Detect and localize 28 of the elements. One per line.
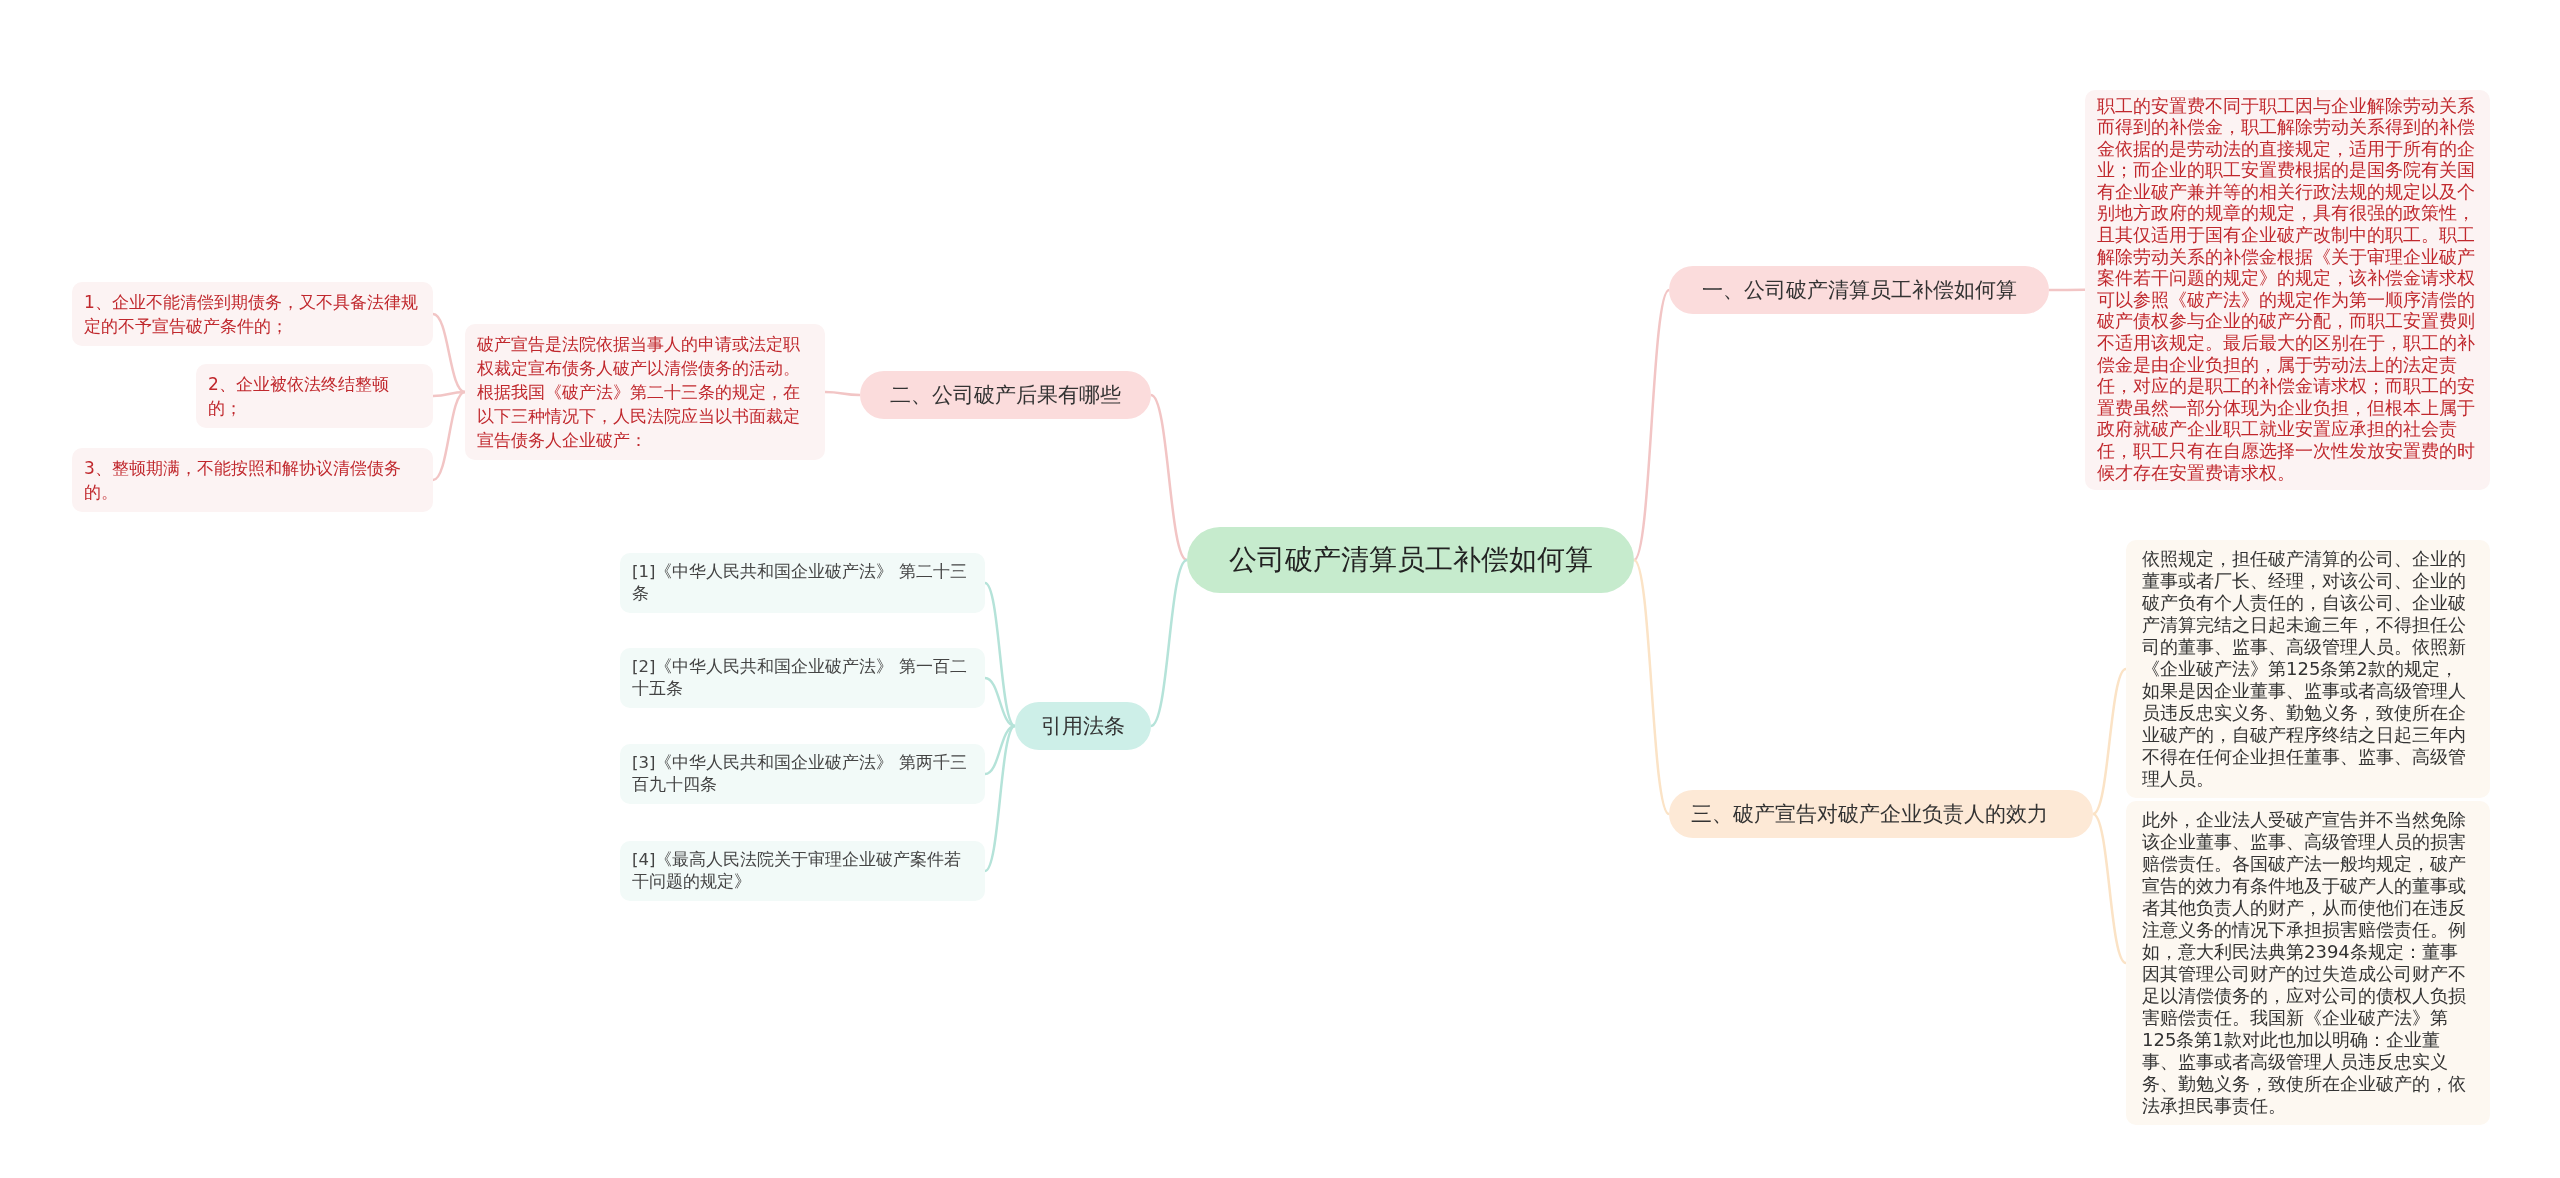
text-card: 依照规定，担任破产清算的公司、企业的董事或者厂长、经理，对该公司、企业的破产负有个人责任的，自该公司、企业破产清算完结之日起未逾三年，不得担任公司的董事、监事、高级管理人员。依照新《企业破产法》第125条第2款的规定，如果是因企业董事、监事或者高级管理人员违反忠实义务、勤勉义务，致使所在企业破产的，自破产程序终结之日起三年内不得在任何企业担任董事、监事、高级管理人员。	[2126, 540, 2490, 798]
connector	[1633, 559, 1670, 815]
connector	[984, 582, 1016, 727]
reference-card: [4]《最高人民法院关于审理企业破产案件若干问题的规定》	[620, 841, 985, 901]
connector	[2092, 668, 2127, 815]
connector	[984, 725, 1016, 872]
connector	[1633, 289, 1670, 561]
text-card: 此外，企业法人受破产宣告并不当然免除该企业董事、监事、高级管理人员的损害赔偿责任。各国破产法一般均规定，破产宣告的效力有条件地及于破产人的董事或者其他负责人的财产，从而使他们在违反注意义务的情况下承担损害赔偿责任。例如，意大利民法典第2394条规定：董事因其管理公司财产的过失造成公司财产不足以清偿债务的，应对公司的债权人负损害赔偿责任。我国新《企业破产法》第125条第1款对此也加以明确：企业董事、监事或者高级管理人员违反忠实义务、勤勉义务，致使所在企业破产的，依法承担民事责任。	[2126, 801, 2490, 1125]
branch-topic: 三、破产宣告对破产企业负责人的效力	[1669, 790, 2093, 838]
text-card: 破产宣告是法院依据当事人的申请或法定职权裁定宣布债务人破产以清偿债务的活动。根据我国《破产法》第二十三条的规定，在以下三种情况下，人民法院应当以书面裁定宣告债务人企业破产：	[465, 324, 825, 460]
connector	[432, 390, 466, 482]
branch-topic: 二、公司破产后果有哪些	[860, 371, 1151, 419]
root-topic: 公司破产清算员工补偿如何算	[1187, 527, 1634, 593]
reference-card: [3]《中华人民共和国企业破产法》 第两千三百九十四条	[620, 744, 985, 804]
text-card: 2、企业被依法终结整顿的；	[196, 364, 433, 428]
connector	[1150, 559, 1188, 727]
connector	[432, 312, 466, 394]
reference-card: [1]《中华人民共和国企业破产法》 第二十三条	[620, 553, 985, 613]
connector	[2049, 288, 2085, 292]
text-card: 1、企业不能清偿到期债务，又不具备法律规定的不予宣告破产条件的；	[72, 282, 433, 346]
connector	[825, 390, 860, 397]
text-card: 3、整顿期满，不能按照和解协议清偿债务的。	[72, 448, 433, 512]
text-card: 职工的安置费不同于职工因与企业解除劳动关系而得到的补偿金，职工解除劳动关系得到的补偿金依据的是劳动法的直接规定，适用于所有的企业；而企业的职工安置费根据的是国务院有关国有企业破产兼并等的相关行政法规的规定以及个别地方政府的规章的规定，具有很强的政策性，且其仅适用于国有企业破产改制中的职工。职工解除劳动关系的补偿金根据《关于审理企业破产案件若干问题的规定》的规定，该补偿金请求权可以参照《破产法》的规定作为第一顺序清偿的破产债权参与企业的破产分配，而职工安置费则不适用该规定。最后最大的区别在于，职工的补偿金是由企业负担的，属于劳动法上的法定责任，对应的是职工的补偿金请求权；而职工的安置费虽然一部分体现为企业负担，但根本上属于政府就破产企业职工就业安置应承担的社会责任，职工只有在自愿选择一次性发放安置费的时候才存在安置费请求权。	[2085, 89, 2490, 491]
branch-topic: 一、公司破产清算员工补偿如何算	[1669, 266, 2049, 314]
reference-card: [2]《中华人民共和国企业破产法》 第一百二十五条	[620, 648, 985, 708]
connector	[1150, 394, 1188, 561]
connector	[2092, 813, 2127, 964]
branch-topic: 引用法条	[1015, 702, 1151, 750]
